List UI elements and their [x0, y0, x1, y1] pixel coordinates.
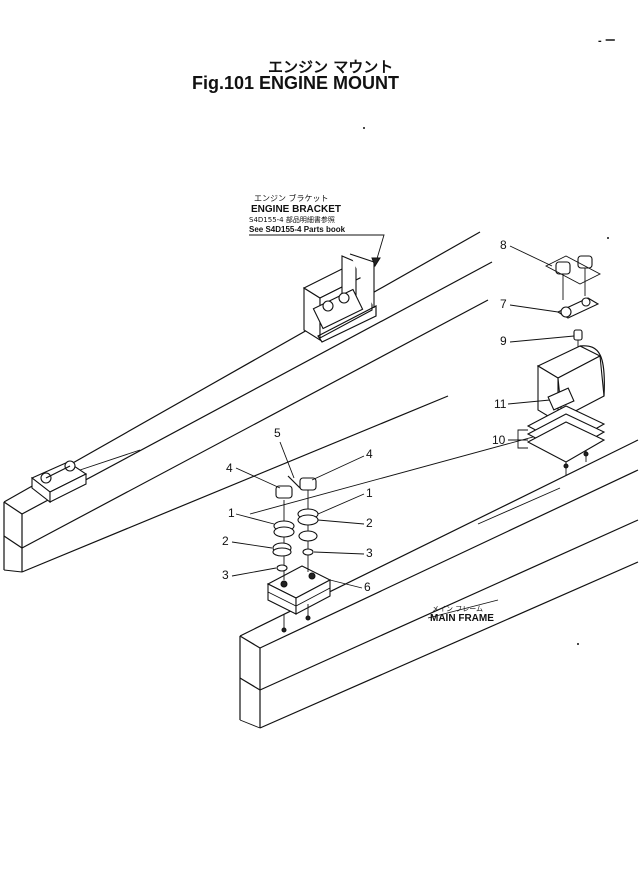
- left-rail-clip: [30, 460, 88, 504]
- callout-2-left: 2: [222, 534, 229, 548]
- callout-9: 9: [500, 334, 507, 348]
- right-mount-assembly: [526, 255, 606, 476]
- engine-bracket-label: エンジン ブラケット ENGINE BRACKET S4D155-4 部品明細書…: [249, 193, 385, 268]
- callout-3-left: 3: [222, 568, 229, 582]
- callouts: 5 4 4 1 1 2 2 3 3 6 8 7 9 11 10: [222, 238, 575, 594]
- main-frame-label-jp: メイン フレーム: [432, 605, 483, 613]
- callout-1-left: 1: [228, 506, 235, 520]
- engine-bracket-label-en: ENGINE BRACKET: [251, 204, 341, 215]
- callout-4-right: 4: [366, 447, 373, 461]
- title-japanese: エンジン マウント: [268, 58, 393, 76]
- engine-bracket-label-jp: エンジン ブラケット: [254, 193, 329, 203]
- centre-mount-assembly: [266, 475, 332, 633]
- callout-8: 8: [500, 238, 507, 252]
- main-frame-label: メイン フレーム MAIN FRAME: [427, 599, 499, 624]
- figure-title: Fig.101 ENGINE MOUNT: [192, 73, 399, 93]
- engine-bracket-note-jp: S4D155-4 部品明細書参照: [249, 215, 335, 224]
- engine-bracket-note-en: See S4D155-4 Parts book: [249, 225, 346, 234]
- left-frame-rail: [3, 231, 493, 573]
- callout-7: 7: [500, 297, 507, 311]
- dot-mark: [577, 643, 579, 645]
- callout-5: 5: [274, 426, 281, 440]
- dot-mark: [607, 237, 609, 239]
- callout-1-right: 1: [366, 486, 373, 500]
- dot-mark: [363, 127, 365, 129]
- callout-6: 6: [364, 580, 371, 594]
- callout-10: 10: [492, 433, 506, 447]
- callout-2-right: 2: [366, 516, 373, 530]
- callout-3-right: 3: [366, 546, 373, 560]
- callout-4-left: 4: [226, 461, 233, 475]
- callout-11: 11: [494, 397, 507, 411]
- engine-bracket-drawing: [302, 253, 377, 343]
- main-frame-label-en: MAIN FRAME: [430, 613, 494, 624]
- corner-mark: - ー: [598, 35, 616, 47]
